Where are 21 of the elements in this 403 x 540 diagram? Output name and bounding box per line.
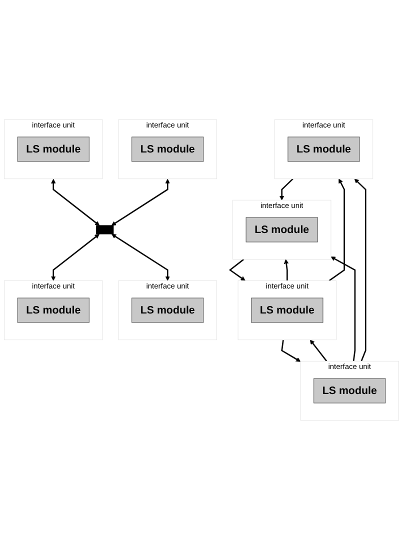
arrow [310,340,328,362]
node-box: LS module [314,378,386,404]
node-box: LS module [251,298,324,323]
arrow [112,234,170,281]
arrow [51,178,100,226]
arrow [280,178,294,200]
node-box: LS module [17,136,90,162]
node-box: LS module [246,217,318,242]
arrow [354,178,366,362]
node-bar [96,225,114,234]
arrow [281,340,301,362]
node-box: LS module [132,298,204,323]
arrow [51,234,100,281]
arrow [111,178,170,226]
arrow [330,256,356,362]
arrow [284,259,289,281]
arrow [328,178,345,282]
node-box: LS module [17,298,90,323]
node-box: LS module [288,136,360,162]
node-box: LS module [132,136,204,162]
arrow [228,258,246,281]
